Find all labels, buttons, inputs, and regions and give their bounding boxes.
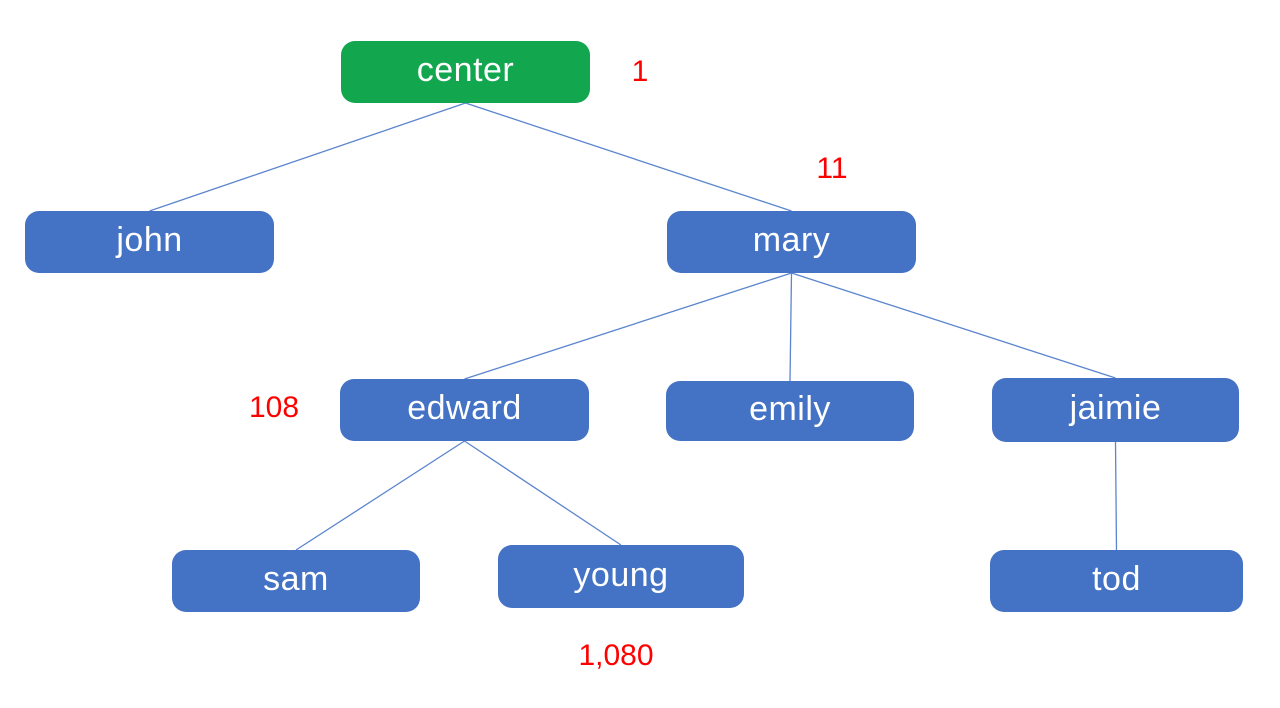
annotation-count-center: 1 — [631, 55, 649, 88]
tree-node-edward: edward — [340, 379, 589, 441]
tree-node-john: john — [25, 211, 274, 273]
tree-node-label-center: center — [416, 51, 515, 89]
connector-edward-young — [464, 440, 622, 546]
tree-node-sam: sam — [172, 550, 420, 612]
tree-node-label-mary: mary — [752, 221, 831, 259]
tree-node-label-jaimie: jaimie — [1069, 389, 1162, 427]
tree-node-jaimie: jaimie — [992, 378, 1239, 442]
tree-node-center: center — [341, 41, 590, 103]
annotation-count-edward: 108 — [248, 391, 300, 424]
tree-node-label-sam: sam — [263, 560, 329, 598]
connector-center-john — [149, 102, 466, 212]
tree-node-label-young: young — [573, 555, 669, 594]
tree-node-label-john: john — [116, 221, 183, 259]
connector-edward-sam — [295, 440, 465, 551]
tree-node-mary: mary — [667, 211, 916, 273]
connector-jaimie-tod — [1114, 441, 1118, 551]
tree-node-young: young — [498, 545, 744, 608]
connector-mary-emily — [789, 272, 793, 382]
annotation-count-mary: 11 — [816, 152, 848, 185]
annotation-count-young: 1,080 — [578, 639, 654, 672]
connector-mary-edward — [464, 272, 792, 380]
connector-mary-jaimie — [791, 272, 1116, 379]
tree-node-label-edward: edward — [407, 389, 522, 427]
connector-center-mary — [465, 102, 792, 212]
tree-node-label-tod: tod — [1092, 560, 1141, 598]
tree-node-label-emily: emily — [749, 390, 831, 428]
tree-node-tod: tod — [990, 550, 1243, 612]
tree-node-emily: emily — [666, 381, 914, 441]
